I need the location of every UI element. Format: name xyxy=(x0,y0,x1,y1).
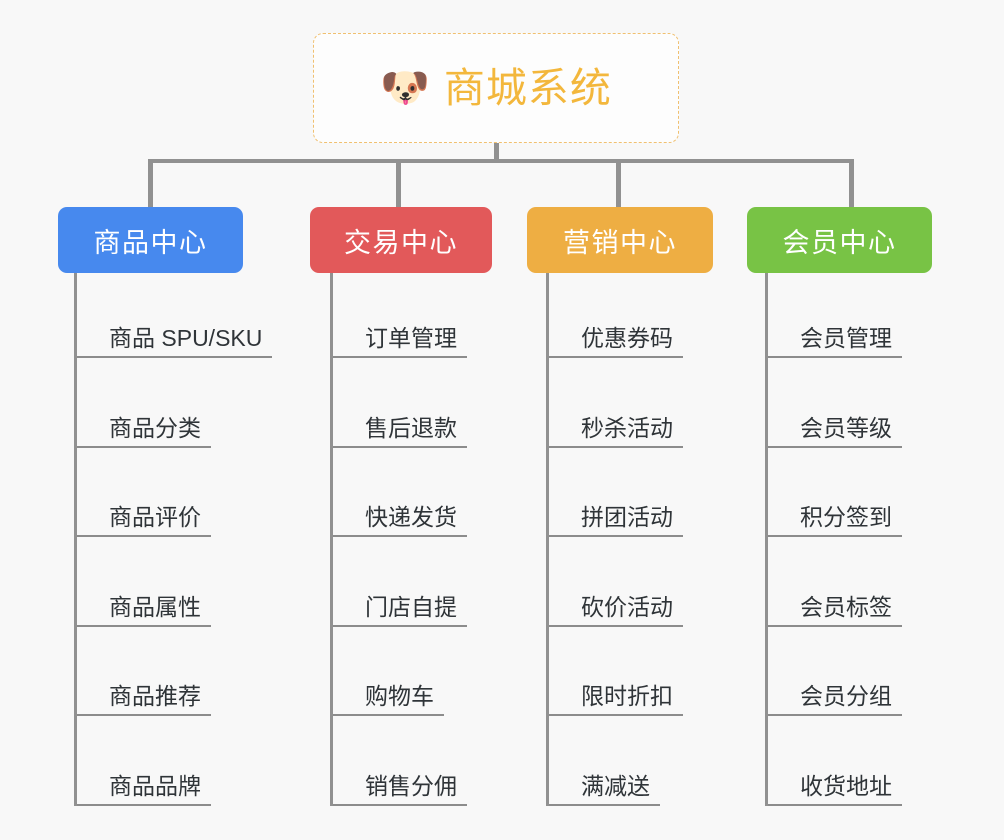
leaf-label: 快递发货 xyxy=(333,506,467,537)
leaf-label: 积分签到 xyxy=(768,506,902,537)
branch-header-label: 营销中心 xyxy=(563,227,677,258)
leaf-item[interactable]: 商品品牌 xyxy=(77,716,278,806)
leaf-item[interactable]: 会员标签 xyxy=(768,537,947,627)
leaf-label: 砍价活动 xyxy=(549,595,683,627)
leaf-label: 秒杀活动 xyxy=(549,416,683,448)
branch-header-label: 交易中心 xyxy=(344,227,458,258)
leaf-item[interactable]: 销售分佣 xyxy=(333,716,520,806)
branch-header-product-center[interactable]: 商品中心 xyxy=(58,207,243,273)
leaf-item[interactable]: 会员管理 xyxy=(768,273,947,358)
leaf-item[interactable]: 商品评价 xyxy=(77,448,278,537)
leaf-item[interactable]: 满减送 xyxy=(549,716,727,806)
leaf-list-marketing-center: 优惠券码 秒杀活动 拼团活动 砍价活动 限时折扣 满减送 xyxy=(546,273,727,806)
leaf-label: 订单管理 xyxy=(333,327,467,358)
leaf-item[interactable]: 商品推荐 xyxy=(77,627,278,716)
leaf-label: 商品推荐 xyxy=(77,685,211,716)
branch-header-marketing-center[interactable]: 营销中心 xyxy=(527,207,713,273)
connector-drop-product-center xyxy=(148,159,153,209)
branch-header-trade-center[interactable]: 交易中心 xyxy=(310,207,492,273)
leaf-label: 拼团活动 xyxy=(549,506,683,537)
leaf-item[interactable]: 订单管理 xyxy=(333,273,520,358)
leaf-label: 购物车 xyxy=(333,685,444,716)
branch-marketing-center: 营销中心 优惠券码 秒杀活动 拼团活动 砍价活动 限时折扣 满减送 xyxy=(527,207,727,806)
leaf-label: 收货地址 xyxy=(768,774,902,806)
leaf-label: 会员标签 xyxy=(768,595,902,627)
leaf-item[interactable]: 积分签到 xyxy=(768,448,947,537)
leaf-label: 商品属性 xyxy=(77,595,211,627)
leaf-item[interactable]: 商品 SPU/SKU xyxy=(77,273,278,358)
leaf-label: 会员分组 xyxy=(768,685,902,716)
leaf-item[interactable]: 砍价活动 xyxy=(549,537,727,627)
leaf-item[interactable]: 商品分类 xyxy=(77,358,278,448)
branch-member-center: 会员中心 会员管理 会员等级 积分签到 会员标签 会员分组 收货地址 xyxy=(747,207,947,806)
connector-drop-member-center xyxy=(849,159,854,209)
leaf-item[interactable]: 快递发货 xyxy=(333,448,520,537)
leaf-label: 限时折扣 xyxy=(549,685,683,716)
leaf-label: 商品分类 xyxy=(77,416,211,448)
leaf-item[interactable]: 会员等级 xyxy=(768,358,947,448)
leaf-label: 商品品牌 xyxy=(77,774,211,806)
leaf-item[interactable]: 秒杀活动 xyxy=(549,358,727,448)
leaf-item[interactable]: 售后退款 xyxy=(333,358,520,448)
leaf-label: 商品评价 xyxy=(77,506,211,537)
connector-root-stem xyxy=(494,143,499,163)
dog-face-icon: 🐶 xyxy=(380,66,430,110)
leaf-label: 满减送 xyxy=(549,774,660,806)
leaf-label: 销售分佣 xyxy=(333,774,467,806)
leaf-list-product-center: 商品 SPU/SKU 商品分类 商品评价 商品属性 商品推荐 商品品牌 xyxy=(74,273,278,806)
root-node[interactable]: 🐶 商城系统 xyxy=(313,33,679,143)
leaf-list-member-center: 会员管理 会员等级 积分签到 会员标签 会员分组 收货地址 xyxy=(765,273,947,806)
leaf-item[interactable]: 收货地址 xyxy=(768,716,947,806)
branch-header-label: 会员中心 xyxy=(782,227,897,258)
leaf-label: 商品 SPU/SKU xyxy=(77,327,273,358)
branch-product-center: 商品中心 商品 SPU/SKU 商品分类 商品评价 商品属性 商品推荐 商品品牌 xyxy=(58,207,278,806)
branch-header-member-center[interactable]: 会员中心 xyxy=(747,207,932,273)
leaf-label: 会员等级 xyxy=(768,416,902,448)
leaf-label: 会员管理 xyxy=(768,327,902,358)
root-title: 商城系统 xyxy=(443,64,612,111)
connector-horizontal-bar xyxy=(148,159,853,163)
leaf-label: 门店自提 xyxy=(333,595,467,627)
leaf-list-trade-center: 订单管理 售后退款 快递发货 门店自提 购物车 销售分佣 xyxy=(330,273,520,806)
leaf-item[interactable]: 门店自提 xyxy=(333,537,520,627)
leaf-item[interactable]: 购物车 xyxy=(333,627,520,716)
branch-trade-center: 交易中心 订单管理 售后退款 快递发货 门店自提 购物车 销售分佣 xyxy=(310,207,520,806)
leaf-label: 售后退款 xyxy=(333,416,467,448)
leaf-label: 优惠券码 xyxy=(549,327,683,358)
connector-drop-trade-center xyxy=(396,159,401,209)
leaf-item[interactable]: 商品属性 xyxy=(77,537,278,627)
branch-header-label: 商品中心 xyxy=(93,227,208,258)
leaf-item[interactable]: 优惠券码 xyxy=(549,273,727,358)
connector-drop-marketing-center xyxy=(616,159,621,209)
leaf-item[interactable]: 拼团活动 xyxy=(549,448,727,537)
leaf-item[interactable]: 会员分组 xyxy=(768,627,947,716)
leaf-item[interactable]: 限时折扣 xyxy=(549,627,727,716)
